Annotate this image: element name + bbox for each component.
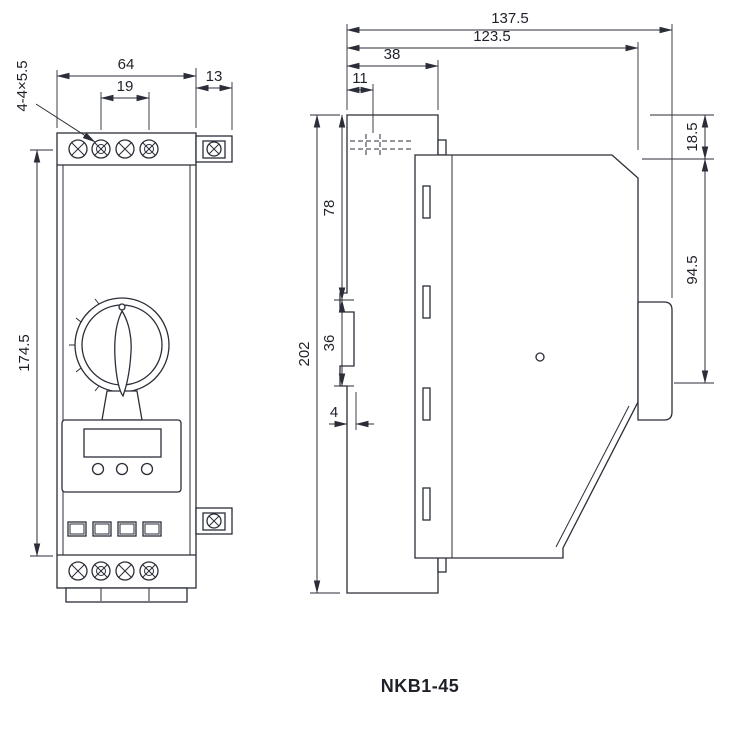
panel-indicator [115, 462, 129, 476]
dim-depth-body-label: 123.5 [473, 28, 511, 45]
dim-plate-depth-label: 38 [384, 46, 401, 63]
front-view: 64 19 13 174.5 4-4×5.5 [14, 56, 233, 603]
handle-pointer-dot [118, 303, 126, 311]
terminal-screw [91, 139, 111, 159]
vent-slots [422, 185, 431, 521]
indicator-hole [535, 352, 545, 362]
vent-slot [422, 185, 431, 219]
button-inner [94, 523, 110, 535]
terminal-screw [91, 561, 111, 581]
front-dimensions: 64 19 13 174.5 4-4×5.5 [14, 56, 233, 557]
button-row [67, 521, 162, 537]
holes-leader-line [35, 103, 96, 143]
terminal-screw [68, 561, 88, 581]
handle-tick [75, 317, 82, 323]
terminal-screws-bottom [68, 561, 159, 581]
button [92, 521, 112, 537]
button-inner [144, 523, 160, 535]
bracket-screw [206, 141, 222, 157]
side-view: 137.5 123.5 38 11 202 78 36 4 18.5 94.5 [296, 10, 714, 594]
terminal-screws-top [68, 139, 159, 159]
button [117, 521, 137, 537]
dim-rail-top-offset-label: 78 [321, 200, 338, 217]
dim-plate-thickness-label: 4 [330, 404, 338, 421]
terminal-screw [115, 561, 135, 581]
handle-tick [75, 367, 82, 373]
terminal-screw [139, 561, 159, 581]
control-panel [61, 419, 182, 493]
terminal-screw [115, 139, 135, 159]
terminal-screw [68, 139, 88, 159]
inner-chamfer [555, 405, 630, 548]
vent-slot [422, 387, 431, 421]
handle-hump [637, 301, 673, 421]
panel-indicator [140, 462, 154, 476]
hidden-terminal-lines [350, 134, 412, 156]
bottom-step [65, 587, 188, 603]
mounting-bracket-top [195, 135, 233, 163]
terminal-screw [139, 139, 159, 159]
dim-terminal-offset-label: 11 [352, 70, 368, 87]
handle-blade [114, 309, 132, 398]
dim-side-height-label: 202 [296, 341, 313, 366]
dim-depth-total-label: 137.5 [491, 10, 529, 27]
panel-indicator [91, 462, 105, 476]
vent-slot [422, 487, 431, 521]
dim-bracket-width-label: 13 [206, 68, 223, 85]
handle-tick [94, 298, 100, 305]
dim-width-label: 64 [118, 56, 135, 73]
dim-hole-spacing-label: 19 [117, 78, 134, 95]
handle-tick [94, 385, 100, 392]
mounting-bracket-bottom [195, 507, 233, 535]
dim-rail-slot-label: 36 [321, 335, 338, 352]
button [142, 521, 162, 537]
dim-rear-span-label: 94.5 [684, 255, 701, 284]
side-body [414, 154, 639, 559]
button [67, 521, 87, 537]
rotary-handle [69, 297, 170, 421]
button-inner [119, 523, 135, 535]
bracket-screw [206, 513, 222, 529]
dim-mounting-holes-label: 4-4×5.5 [14, 60, 31, 111]
display-window [83, 428, 162, 458]
drawing-title: NKB1-45 [381, 676, 460, 696]
dim-top-step-label: 18.5 [684, 122, 701, 151]
vent-slot [422, 285, 431, 319]
button-inner [69, 523, 85, 535]
dim-height-label: 174.5 [16, 334, 33, 372]
side-dimensions: 137.5 123.5 38 11 202 78 36 4 18.5 94.5 [296, 10, 714, 594]
plate-tab-top [437, 139, 447, 156]
